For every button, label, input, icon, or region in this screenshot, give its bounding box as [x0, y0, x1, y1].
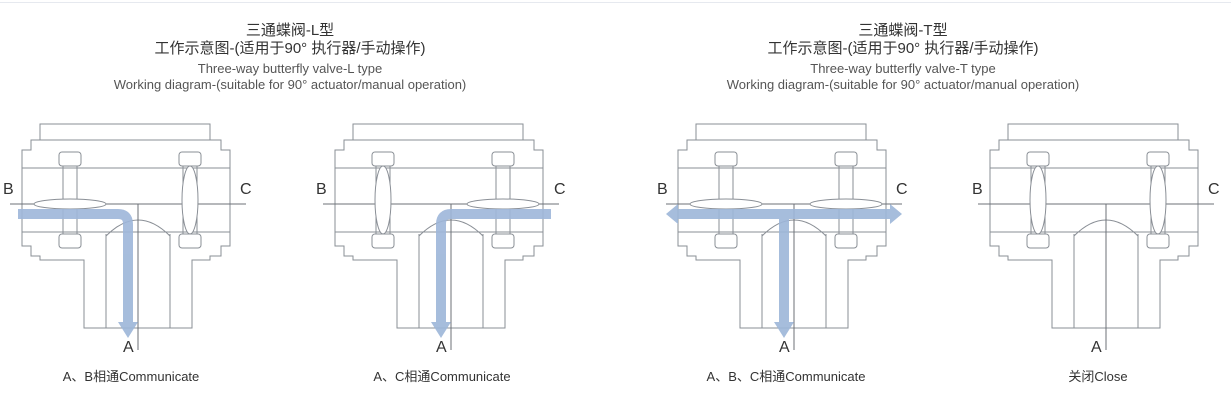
port-b-label: B	[3, 181, 14, 198]
flow-arrowhead-down	[118, 322, 138, 338]
port-c-label: C	[896, 181, 908, 198]
valve-drawing-ab	[10, 123, 246, 350]
right-title-en: Three-way butterfly valve-T type	[810, 61, 996, 76]
valve-diagram-ac	[323, 118, 563, 368]
port-b-label: B	[316, 181, 327, 198]
stem-cap-bottom	[371, 233, 395, 249]
butterfly-disc-closed	[181, 165, 199, 235]
valve-drawing-abc	[666, 123, 902, 350]
stem-cap-top	[834, 151, 858, 167]
diagram-caption: A、B相通Communicate	[62, 369, 200, 384]
port-b-label: B	[657, 181, 668, 198]
port-a-label: A	[1091, 339, 1102, 356]
port-c-label: C	[240, 181, 252, 198]
butterfly-disc-open	[33, 198, 107, 210]
stem-cap-top	[714, 151, 738, 167]
flow-path	[18, 209, 138, 338]
left-title-en: Three-way butterfly valve-L type	[197, 61, 383, 76]
left-subtitle-cn: 工作示意图-(适用于90° 执行器/手动操作)	[154, 40, 426, 57]
valve-body	[323, 123, 559, 350]
butterfly-disc-closed	[374, 165, 392, 235]
stem-cap-bottom	[834, 233, 858, 249]
stem-cap-bottom	[178, 233, 202, 249]
port-a-label: A	[779, 339, 790, 356]
butterfly-disc-open	[466, 198, 540, 210]
flow-arrowhead-right	[890, 204, 902, 224]
right-title-cn: 三通蝶阀-T型	[858, 22, 948, 39]
flow-path	[431, 209, 551, 338]
valve-diagram-close	[978, 118, 1218, 368]
left-subtitle-en: Working diagram-(suitable for 90° actuat…	[113, 77, 467, 92]
stem-cap-bottom	[491, 233, 515, 249]
stem-cap-top	[1026, 151, 1050, 167]
left-section-header: 三通蝶阀-L型 工作示意图-(适用于90° 执行器/手动操作) Three-wa…	[40, 23, 540, 91]
port-a-label: A	[436, 339, 447, 356]
valve-drawing-close	[978, 123, 1214, 350]
valve-drawing-ac	[323, 123, 559, 350]
right-subtitle-en: Working diagram-(suitable for 90° actuat…	[726, 77, 1080, 92]
stem-cap-top	[58, 151, 82, 167]
stem-cap-bottom	[1146, 233, 1170, 249]
stem-cap-bottom	[714, 233, 738, 249]
valve-body	[10, 123, 246, 350]
flow-arrow-line	[436, 209, 551, 324]
valve-diagram-abc	[666, 118, 906, 368]
diagram-caption: A、B、C相通Communicate	[706, 369, 866, 384]
diagram-caption: A、C相通Communicate	[373, 369, 511, 384]
flow-arrowhead-down	[431, 322, 451, 338]
left-title-cn: 三通蝶阀-L型	[245, 22, 335, 39]
port-a-label: A	[123, 339, 134, 356]
flow-arrow-line	[18, 209, 133, 324]
flow-arrowhead-left	[666, 204, 678, 224]
stem-cap-top	[371, 151, 395, 167]
valve-body	[666, 123, 902, 350]
stem-cap-bottom	[58, 233, 82, 249]
butterfly-disc-closed	[1149, 165, 1167, 235]
top-divider	[0, 2, 1231, 3]
stem-cap-top	[1146, 151, 1170, 167]
valve-diagram-ab	[10, 118, 250, 368]
stem-cap-top	[178, 151, 202, 167]
port-b-label: B	[972, 181, 983, 198]
port-c-label: C	[554, 181, 566, 198]
stem-cap-bottom	[1026, 233, 1050, 249]
right-section-header: 三通蝶阀-T型 工作示意图-(适用于90° 执行器/手动操作) Three-wa…	[653, 23, 1153, 91]
flow-path	[666, 204, 902, 338]
flow-arrowhead-down	[774, 322, 794, 338]
right-subtitle-cn: 工作示意图-(适用于90° 执行器/手动操作)	[767, 40, 1039, 57]
butterfly-disc-open	[809, 198, 883, 210]
stem-cap-top	[491, 151, 515, 167]
butterfly-disc-closed	[1029, 165, 1047, 235]
butterfly-disc-open	[689, 198, 763, 210]
valve-body	[978, 123, 1214, 350]
port-c-label: C	[1208, 181, 1220, 198]
diagram-caption: 关闭Close	[1068, 369, 1128, 384]
